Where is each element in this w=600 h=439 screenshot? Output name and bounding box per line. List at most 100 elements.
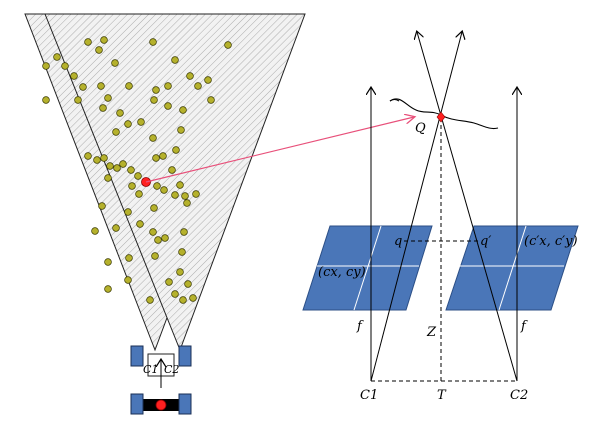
feature-point (53, 53, 61, 61)
feature-point (106, 162, 114, 170)
feature-point (171, 290, 179, 298)
feature-point (97, 82, 105, 90)
label-focal-length-right: f (520, 319, 528, 334)
feature-point (74, 96, 82, 104)
feature-point (180, 228, 188, 236)
feature-point (42, 62, 50, 70)
feature-point (124, 276, 132, 284)
feature-point (179, 296, 187, 304)
feature-point (176, 268, 184, 276)
feature-point (151, 252, 159, 260)
feature-point (99, 104, 107, 112)
feature-point (150, 204, 158, 212)
feature-point (42, 96, 50, 104)
feature-point (153, 182, 161, 190)
feature-point (146, 296, 154, 304)
object-surface-curve (389, 98, 499, 130)
image-plane-left (302, 225, 433, 311)
ray-c2-through-q (417, 32, 518, 382)
feature-point (93, 156, 101, 164)
feature-point (171, 56, 179, 64)
ray-c1-through-q (370, 32, 462, 382)
feature-point (95, 46, 103, 54)
feature-point (159, 152, 167, 160)
feature-point (100, 154, 108, 162)
label-baseline-t: T (437, 388, 447, 403)
feature-point (70, 72, 78, 80)
feature-point (84, 152, 92, 160)
feature-point (149, 134, 157, 142)
feature-point (128, 182, 136, 190)
feature-point (194, 82, 202, 90)
feature-point (181, 192, 189, 200)
feature-point (113, 164, 121, 172)
feature-point (104, 94, 112, 102)
feature-point (104, 285, 112, 293)
feature-point (183, 199, 191, 207)
feature-point (98, 202, 106, 210)
feature-point (224, 41, 232, 49)
feature-point (164, 102, 172, 110)
feature-point (184, 280, 192, 288)
feature-point (104, 258, 112, 266)
feature-point (178, 248, 186, 256)
feature-point (160, 186, 168, 194)
feature-point (134, 172, 142, 180)
feature-point (79, 83, 87, 91)
feature-point (176, 181, 184, 189)
feature-point (137, 118, 145, 126)
feature-point (112, 224, 120, 232)
feature-point (149, 228, 157, 236)
feature-point (152, 86, 160, 94)
feature-point (91, 227, 99, 235)
label-focal-length-left: f (356, 319, 364, 334)
feature-point (152, 154, 160, 162)
right-camera-fov (44, 13, 306, 352)
feature-point (104, 174, 112, 182)
point-q-marker (436, 111, 446, 123)
feature-points (42, 36, 232, 304)
label-q-world: Q (415, 121, 426, 136)
feature-point (168, 166, 176, 174)
stereo-robot (130, 345, 192, 415)
feature-point (149, 38, 157, 46)
feature-point (100, 36, 108, 44)
feature-point (164, 82, 172, 90)
feature-point (207, 96, 215, 104)
feature-point (179, 106, 187, 114)
label-camera-c1: C1 (360, 388, 378, 403)
label-q-image-right: q′ (480, 234, 491, 249)
feature-point (171, 191, 179, 199)
feature-point (186, 72, 194, 80)
feature-point (177, 126, 185, 134)
feature-point (204, 76, 212, 84)
label-principal-point-right: (c′x, c′y) (524, 234, 578, 249)
feature-point (150, 96, 158, 104)
feature-point (125, 82, 133, 90)
feature-point (61, 62, 69, 70)
feature-point (119, 160, 127, 168)
feature-point (124, 208, 132, 216)
robot-camera-c1-label: C1 (143, 363, 158, 376)
feature-point (127, 166, 135, 174)
feature-point (154, 236, 162, 244)
feature-point (125, 254, 133, 262)
feature-point (165, 278, 173, 286)
feature-point (172, 146, 180, 154)
feature-point (189, 294, 197, 302)
label-depth-z: Z (426, 325, 437, 340)
feature-point (111, 59, 119, 67)
label-q-image-left: q (394, 234, 402, 249)
feature-point (136, 220, 144, 228)
label-camera-c2: C2 (510, 388, 528, 403)
feature-point (161, 234, 169, 242)
object-surface-curve-end (389, 98, 400, 102)
point-correspondence-arrow (145, 117, 414, 183)
feature-point (192, 190, 200, 198)
label-principal-point-left: (cx, cy) (318, 265, 366, 280)
feature-point (124, 120, 132, 128)
feature-point (84, 38, 92, 46)
feature-point (135, 190, 143, 198)
feature-point (116, 109, 124, 117)
